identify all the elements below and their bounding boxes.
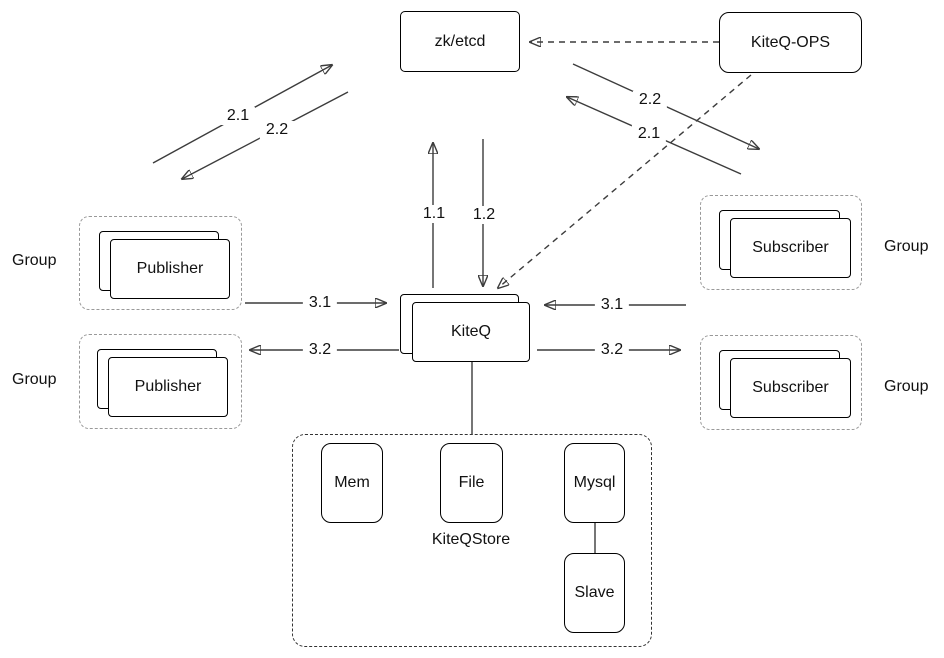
- edge-ops-to-kiteq-dashed: [498, 74, 752, 288]
- subscriber-node: Subscriber: [730, 358, 851, 418]
- edge-label-right-2-1: 2.1: [631, 125, 667, 143]
- edge-label-left-2-1: 2.1: [220, 107, 256, 125]
- zk-etcd-label: zk/etcd: [434, 32, 486, 50]
- group-dashed-border: [700, 195, 862, 290]
- group-dashed-border: [79, 334, 242, 429]
- publisher-label: Publisher: [136, 260, 204, 277]
- subscriber-label: Subscriber: [752, 239, 829, 256]
- group-label: Group: [12, 371, 57, 388]
- edge-label-1-1: 1.1: [416, 205, 452, 223]
- publisher-node: Publisher: [108, 357, 228, 417]
- group-label: Group: [12, 252, 57, 269]
- mysql-label: Mysql: [573, 474, 616, 491]
- publisher-node: Publisher: [110, 239, 230, 299]
- file-label: File: [458, 474, 485, 491]
- edge-label-1-2: 1.2: [466, 206, 502, 224]
- subscriber-label: Subscriber: [752, 379, 829, 396]
- edge-label-left-3-2: 3.2: [302, 341, 338, 359]
- file-node: File: [440, 443, 503, 523]
- mem-label: Mem: [334, 474, 370, 491]
- publisher-label: Publisher: [134, 378, 202, 395]
- edge-label-right-2-2: 2.2: [632, 91, 668, 109]
- edge-label-right-3-2: 3.2: [594, 341, 630, 359]
- group-dashed-border: [79, 216, 242, 310]
- kiteq-ops-label: KiteQ-OPS: [750, 33, 831, 51]
- kiteq-ops-node: KiteQ-OPS: [719, 12, 862, 73]
- edge-label-left-3-1: 3.1: [302, 294, 338, 312]
- store-dashed-border: [292, 434, 652, 647]
- group-label: Group: [884, 238, 929, 255]
- slave-node: Slave: [564, 553, 625, 633]
- group-dashed-border: [700, 335, 862, 430]
- edge-label-left-2-2: 2.2: [259, 121, 295, 139]
- subscriber-node: Subscriber: [730, 218, 851, 278]
- slave-label: Slave: [574, 584, 615, 601]
- mysql-node: Mysql: [564, 443, 625, 523]
- mem-node: Mem: [321, 443, 383, 523]
- group-label: Group: [884, 378, 929, 395]
- zk-etcd-node: zk/etcd: [400, 11, 520, 72]
- kiteqstore-label: KiteQStore: [431, 531, 511, 548]
- kiteq-label: KiteQ: [450, 323, 491, 340]
- kiteq-node: KiteQ: [412, 302, 530, 362]
- edge-label-right-3-1: 3.1: [594, 296, 630, 314]
